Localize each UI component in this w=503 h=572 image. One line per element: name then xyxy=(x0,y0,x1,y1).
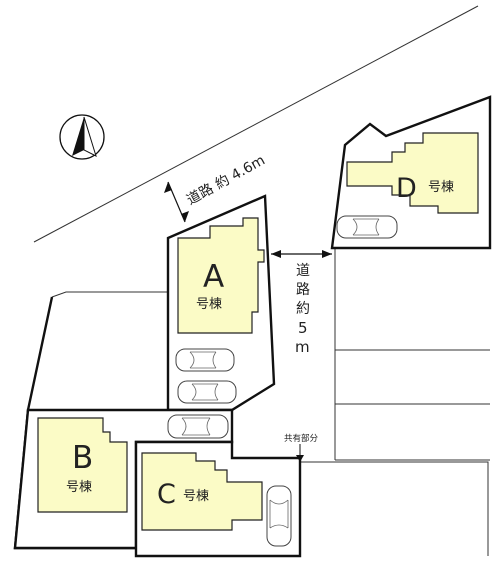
building-a xyxy=(177,217,265,334)
car-icon xyxy=(167,414,229,439)
building-c xyxy=(141,452,263,531)
building-a-suffix: 号棟 xyxy=(196,297,222,312)
road-inner-char: 道 xyxy=(296,263,310,279)
building-d-suffix: 号棟 xyxy=(428,180,454,195)
building-c-suffix: 号棟 xyxy=(183,489,209,504)
road-main-dimension xyxy=(164,181,189,223)
building-a-letter: A xyxy=(203,259,224,295)
building-b xyxy=(37,417,128,513)
road-inner-char: 約 xyxy=(296,301,310,317)
car-icon xyxy=(177,380,237,404)
site-boundary-left xyxy=(51,291,170,298)
road-inner-char: 路 xyxy=(296,282,310,298)
building-b-suffix: 号棟 xyxy=(66,480,92,495)
shared-marker-arrow xyxy=(296,455,304,462)
road-inner-dimension xyxy=(271,250,332,258)
building-b-letter: B xyxy=(72,440,93,476)
north-arrow-icon xyxy=(59,114,105,160)
road-edge-line xyxy=(33,5,479,243)
building-d-letter: D xyxy=(396,173,417,204)
shared-label: 共有部分 xyxy=(284,433,319,444)
road-inner-char: 5 xyxy=(298,319,308,337)
building-c-letter: C xyxy=(157,479,176,510)
road-inner-label: 道 路 約 5 m xyxy=(295,263,310,356)
road-inner-char: m xyxy=(295,338,310,356)
car-icon xyxy=(175,348,235,372)
car-icon xyxy=(336,215,398,239)
car-icon xyxy=(266,485,292,547)
building-d xyxy=(346,132,479,214)
